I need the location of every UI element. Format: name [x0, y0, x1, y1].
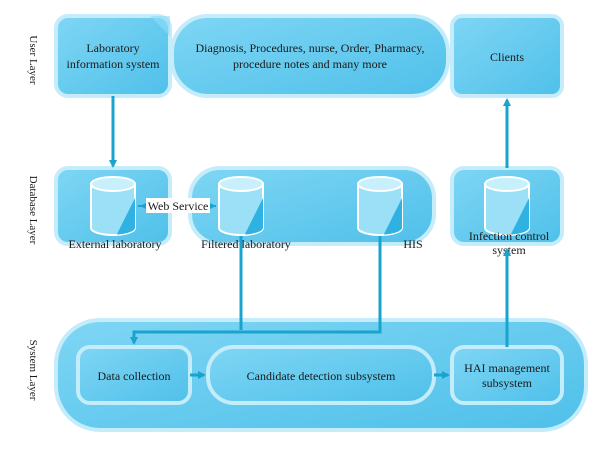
his-user-box — [170, 14, 450, 98]
his-database-icon — [357, 176, 403, 236]
lis-label-line1: Laboratory — [86, 41, 139, 55]
infection-control-label-line1: Infection control — [469, 229, 550, 243]
his-db-box — [188, 166, 436, 246]
filtered-lab-database-icon — [218, 176, 264, 236]
candidate-detection-label: Candidate detection subsystem — [247, 369, 396, 383]
layer-label-system: System Layer — [27, 340, 39, 401]
hai-management-label-line1: HAI management — [464, 361, 550, 375]
layer-label-database: Database Layer — [27, 176, 39, 245]
filtered-lab-label: Filtered laboratory — [201, 237, 291, 251]
lis-box — [54, 14, 172, 98]
external-lab-label: External laboratory — [69, 237, 162, 251]
clients-label: Clients — [490, 50, 524, 64]
clients-box — [450, 14, 564, 98]
external-lab-database-icon — [90, 176, 136, 236]
arrow-his-to-data-collection — [130, 236, 382, 345]
web-service-label-bg — [146, 198, 210, 213]
lis-label-line2: information system — [67, 57, 161, 71]
hai-management-box — [450, 345, 564, 405]
infection-control-label-line2: system — [492, 243, 526, 257]
hai-management-label-line2: subsystem — [482, 376, 533, 390]
data-collection-label: Data collection — [98, 369, 171, 383]
his-user-label-line2: procedure notes and many more — [233, 57, 387, 71]
web-service-label: Web Service — [148, 199, 209, 213]
his-db-label: HIS — [403, 237, 422, 251]
his-user-label-line1: Diagnosis, Procedures, nurse, Order, Pha… — [195, 41, 424, 55]
infection-control-database-icon — [484, 176, 530, 236]
layer-label-user: User Layer — [27, 35, 39, 85]
